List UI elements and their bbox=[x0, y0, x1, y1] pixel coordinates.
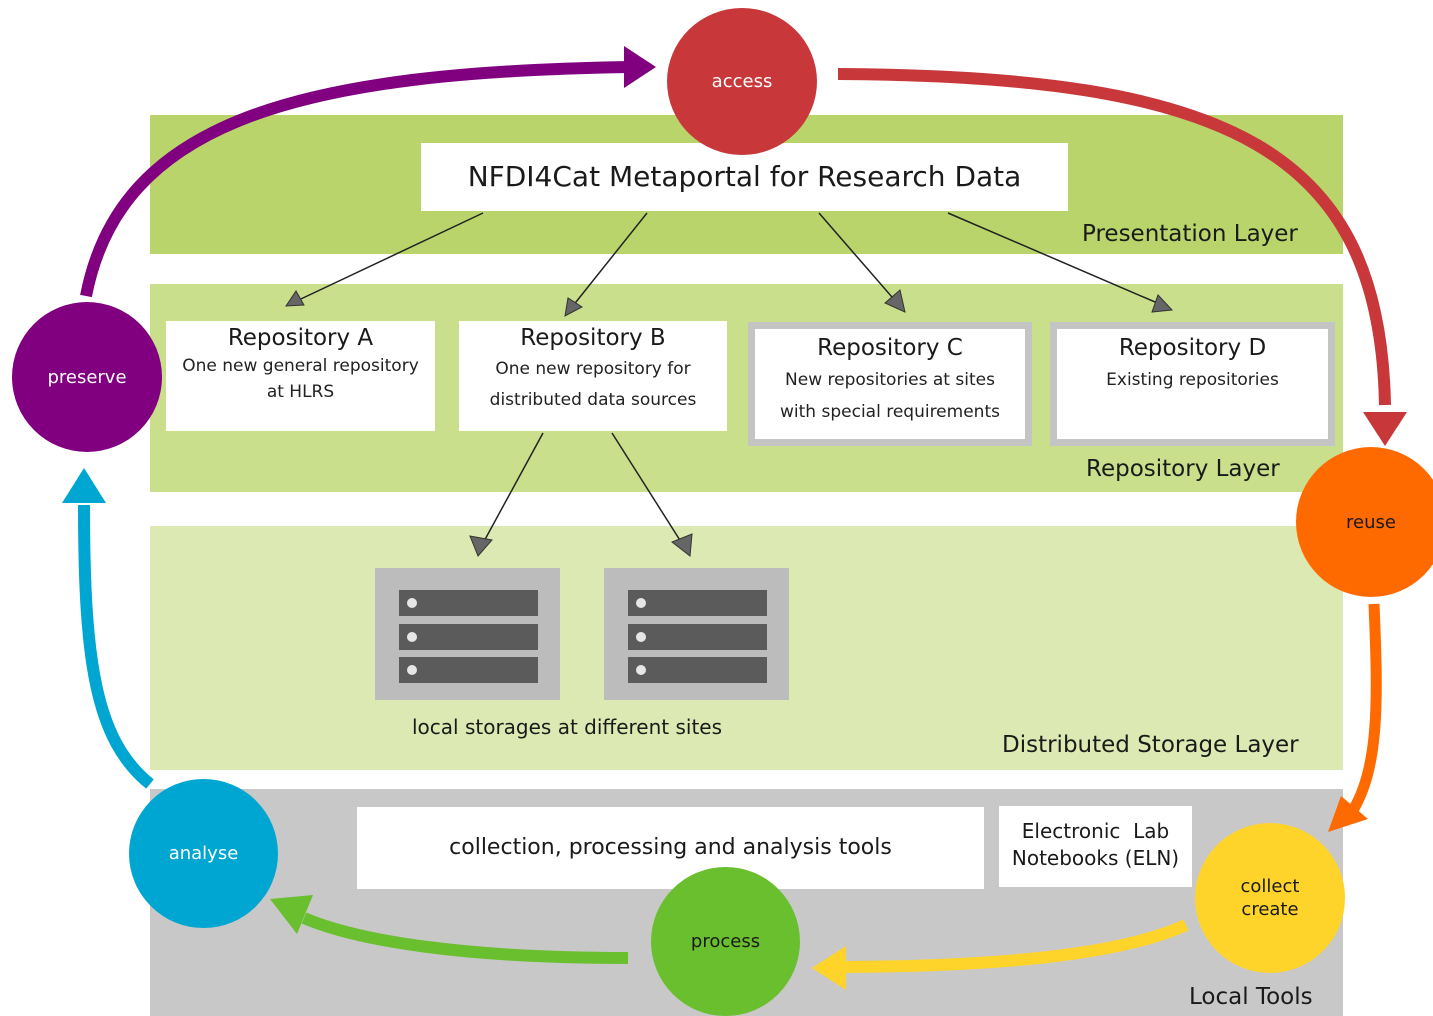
analyse-to-preserve-arrow bbox=[78, 504, 154, 789]
arrowhead-icon bbox=[285, 290, 305, 307]
analyse-step: analyse bbox=[129, 779, 278, 928]
collect-to-process-arrow bbox=[845, 919, 1189, 973]
repo-b-to-storage-2-arrow bbox=[611, 432, 684, 546]
arrowhead-icon bbox=[1328, 796, 1368, 832]
access-step: access bbox=[667, 8, 817, 155]
repository-d-desc-line1: Existing repositories bbox=[1106, 370, 1279, 390]
repository-d-box: Repository D Existing repositories bbox=[1050, 322, 1335, 446]
arrowhead-icon bbox=[671, 533, 693, 557]
tools-box: collection, processing and analysis tool… bbox=[357, 807, 984, 889]
repository-a-title: Repository A bbox=[227, 325, 374, 351]
portal-to-repo-d-arrow bbox=[947, 212, 1163, 306]
reuse-label: reuse bbox=[1346, 511, 1396, 533]
reuse-to-collect-arrow bbox=[1345, 603, 1382, 819]
repository-c-desc-line1: New repositories at sites bbox=[785, 370, 995, 390]
server-icon bbox=[375, 568, 560, 700]
tools-label: collection, processing and analysis tool… bbox=[449, 835, 892, 860]
repository-a-box: Repository A One new general repository … bbox=[166, 321, 435, 431]
arrowhead-icon bbox=[884, 289, 906, 313]
arrowhead-icon bbox=[469, 535, 493, 557]
create-label: create bbox=[1241, 899, 1299, 920]
arrowhead-icon bbox=[564, 297, 583, 317]
analyse-label: analyse bbox=[168, 843, 239, 864]
repository-layer-label: Repository Layer bbox=[1086, 456, 1280, 482]
local-tools-label: Local Tools bbox=[1189, 984, 1313, 1010]
preserve-to-access-arrow bbox=[80, 61, 633, 298]
repository-a-desc-line1: One new general repository bbox=[182, 356, 419, 376]
portal-to-repo-b-arrow bbox=[567, 212, 648, 313]
repository-b-desc-line2: distributed data sources bbox=[489, 390, 697, 410]
repository-d-title: Repository D bbox=[1118, 335, 1267, 361]
metaportal-title: NFDI4Cat Metaportal for Research Data bbox=[467, 160, 1022, 193]
arrowhead-icon bbox=[624, 46, 656, 88]
presentation-layer-label: Presentation Layer bbox=[1082, 221, 1298, 247]
server-icon bbox=[604, 568, 789, 700]
preserve-step: preserve bbox=[12, 302, 162, 452]
repository-b-title: Repository B bbox=[520, 325, 666, 351]
arrowhead-icon bbox=[1151, 294, 1174, 313]
portal-to-repo-a-arrow bbox=[285, 212, 484, 307]
repository-b-desc-line1: One new repository for bbox=[495, 359, 691, 379]
collect-label: collect bbox=[1240, 876, 1300, 897]
preserve-label: preserve bbox=[47, 366, 127, 388]
process-to-analyse-arrow bbox=[301, 912, 629, 964]
collect-create-step: collect create bbox=[1195, 823, 1345, 973]
access-to-reuse-arrow bbox=[837, 68, 1391, 406]
arrowhead-icon bbox=[1363, 412, 1407, 446]
eln-box: Electronic Lab Notebooks (ELN) bbox=[999, 806, 1192, 887]
arrowhead-icon bbox=[270, 895, 313, 934]
access-label: access bbox=[711, 71, 773, 92]
eln-label-line1: Electronic Lab bbox=[1021, 819, 1170, 843]
storage-caption: local storages at different sites bbox=[412, 715, 723, 739]
repository-a-desc-line2: at HLRS bbox=[266, 382, 335, 402]
eln-label-line2: Notebooks (ELN) bbox=[1011, 846, 1180, 870]
arrowhead-icon bbox=[62, 468, 106, 503]
repository-b-box: Repository B One new repository for dist… bbox=[459, 321, 727, 431]
reuse-step: reuse bbox=[1296, 447, 1433, 597]
repository-c-box: Repository C New repositories at sites w… bbox=[748, 322, 1032, 446]
portal-to-repo-c-arrow bbox=[818, 212, 899, 305]
repo-b-to-storage-1-arrow bbox=[481, 432, 544, 546]
repository-c-title: Repository C bbox=[817, 335, 963, 361]
process-label: process bbox=[690, 931, 761, 952]
arrowhead-icon bbox=[812, 946, 846, 990]
repository-c-desc-line2: with special requirements bbox=[780, 402, 1000, 422]
process-step: process bbox=[651, 867, 800, 1016]
storage-layer-label: Distributed Storage Layer bbox=[1002, 732, 1299, 758]
